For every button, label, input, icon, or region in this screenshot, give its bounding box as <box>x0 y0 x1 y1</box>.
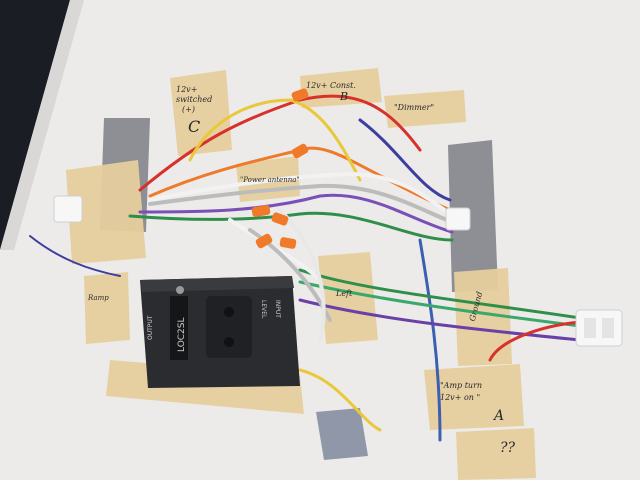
tag-amp-line1: "Amp turn <box>440 381 482 390</box>
device-logo-icon <box>176 286 184 294</box>
tag-c-line2: switched <box>176 95 212 104</box>
tag-left: Left <box>335 289 353 298</box>
tag-dimmer: "Dimmer" <box>394 103 434 112</box>
tag-amp-letter: A <box>492 408 504 424</box>
connector-plug-right-top <box>445 207 471 231</box>
connector-plug-left <box>53 195 83 223</box>
tag-amp-line2: 12v+ on " <box>440 393 480 402</box>
level-knob-top <box>224 307 234 317</box>
device-labels: LOC2SL OUTPUT LEVEL INPUT <box>147 300 281 352</box>
device-brand: LOC2SL <box>177 317 187 352</box>
device-label-strip <box>170 296 188 360</box>
tag-small: Ramp <box>87 294 109 302</box>
tag-power-antenna: "Power antenna" <box>240 176 300 184</box>
device-output: OUTPUT <box>147 315 154 340</box>
handwritten-labels: 12v+ switched (+) C 12v+ Const. B "Dimme… <box>87 81 516 456</box>
device-input: INPUT <box>274 300 281 318</box>
tag-c-line3: (+) <box>182 105 195 114</box>
connector-plug-right-inner <box>584 318 596 338</box>
tag-question: ?? <box>500 440 516 456</box>
tag-c-line1: 12v+ <box>176 85 197 94</box>
device-knob-panel <box>206 296 252 358</box>
connector-plug-right-inner-2 <box>602 318 614 338</box>
tag-b-letter: B <box>339 90 348 103</box>
board-shadow <box>0 0 84 250</box>
butt-connectors <box>251 88 309 249</box>
level-knob-bottom <box>224 337 234 347</box>
device-level: LEVEL <box>260 300 267 319</box>
connector-plug-right <box>575 309 623 347</box>
line-output-converter <box>140 276 300 388</box>
grey-tag <box>316 408 368 460</box>
tag-c-letter: C <box>188 117 200 136</box>
tag-b-line1: 12v+ Const. <box>306 81 356 90</box>
duct-tape-right <box>448 140 498 292</box>
